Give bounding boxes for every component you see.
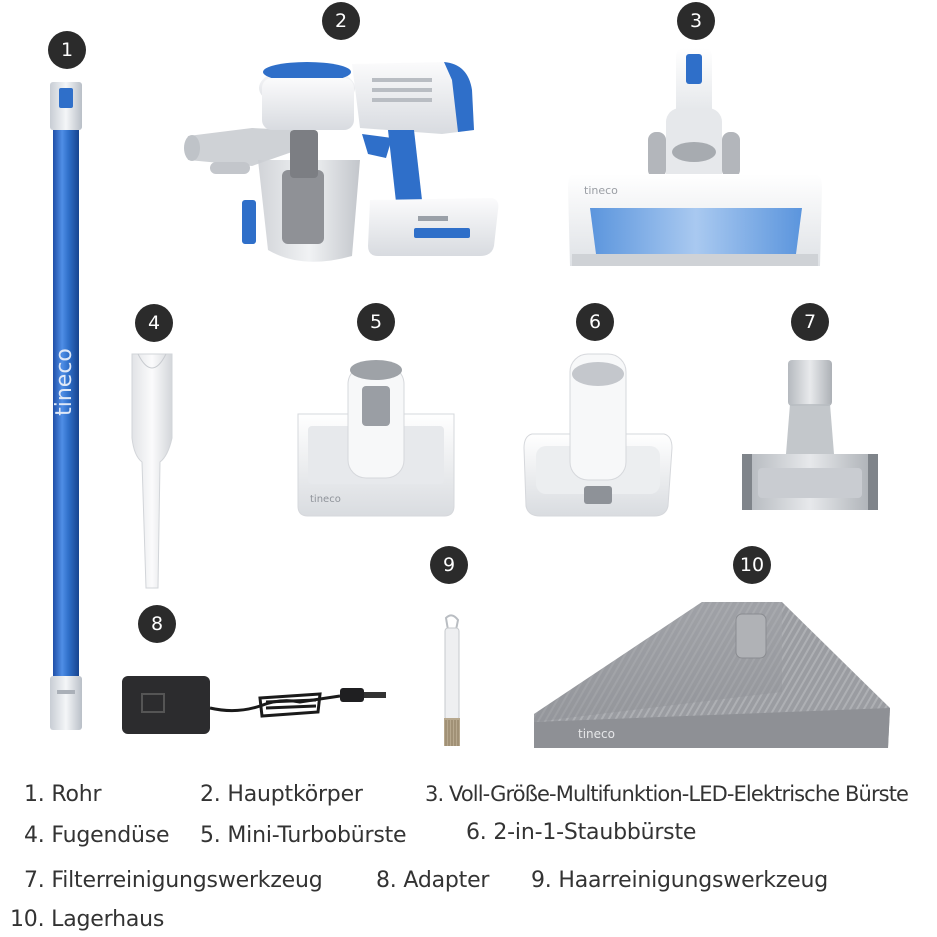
dust-brush-image [522, 352, 674, 520]
storage-base-image: tineco [532, 598, 892, 752]
caption-filterreinigungswerkzeug: 7. Filterreinigungswerkzeug [24, 868, 323, 893]
mini-turbo-brush-image: tineco [294, 352, 458, 520]
caption-adapter: 8. Adapter [376, 868, 490, 893]
storage-base-brand-text: tineco [578, 727, 615, 741]
caption-led-buerste: 3. Voll-Größe-Multifunktion-LED-Elektris… [425, 782, 909, 806]
badge-7: 7 [791, 303, 829, 341]
tube-image: tineco [44, 82, 88, 732]
caption-mini-turbobuerste: 5. Mini-Turbobürste [200, 823, 407, 848]
badge-2: 2 [322, 2, 360, 40]
mini-turbo-brand-text: tineco [310, 494, 341, 505]
badge-4: 4 [135, 304, 173, 342]
caption-lagerhaus: 10. Lagerhaus [10, 907, 165, 932]
main-body-image [182, 50, 502, 272]
caption-rohr: 1. Rohr [24, 782, 102, 807]
badge-3: 3 [677, 2, 715, 40]
hair-cleaning-tool-image [436, 614, 466, 748]
caption-staubbuerste: 6. 2-in-1-Staubbürste [466, 820, 697, 845]
badge-6: 6 [576, 303, 614, 341]
adapter-image [120, 672, 392, 738]
tube-brand-text: tineco [52, 348, 77, 416]
badge-5: 5 [357, 303, 395, 341]
caption-haarreinigungswerkzeug: 9. Haarreinigungswerkzeug [531, 868, 828, 893]
badge-9: 9 [430, 546, 468, 584]
badge-10: 10 [733, 546, 771, 584]
crevice-tool-image [128, 352, 176, 590]
caption-fugenduese: 4. Fugendüse [24, 823, 170, 848]
badge-1: 1 [48, 31, 86, 69]
filter-cleaning-tool-image [738, 358, 882, 514]
floor-brush-image: tineco [566, 48, 824, 274]
caption-hauptkoerper: 2. Hauptkörper [200, 782, 363, 807]
badge-8: 8 [138, 605, 176, 643]
floor-brush-brand-text: tineco [584, 184, 618, 197]
